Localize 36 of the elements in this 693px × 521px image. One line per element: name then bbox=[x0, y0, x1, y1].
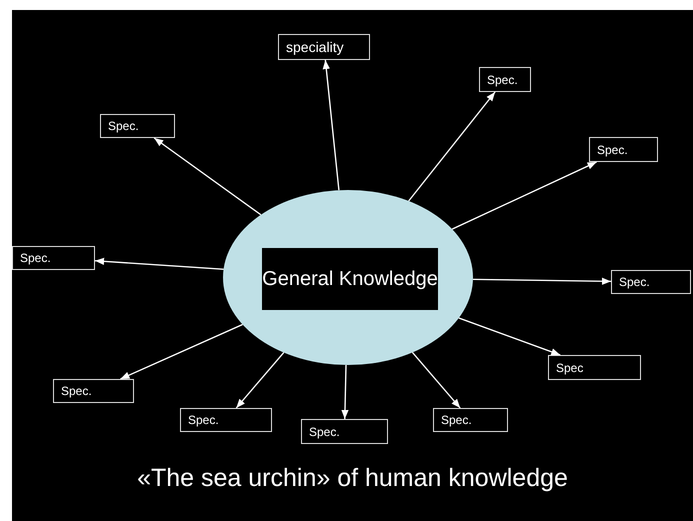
label-box bbox=[479, 67, 531, 92]
arrow bbox=[412, 352, 461, 408]
node-text: Spec. bbox=[597, 142, 628, 156]
arrow bbox=[472, 278, 611, 285]
label-box bbox=[301, 419, 388, 444]
label-box bbox=[262, 248, 438, 310]
caption: «The sea urchin» of human knowledge bbox=[136, 464, 569, 493]
arrow bbox=[236, 352, 284, 408]
node-text: Spec. bbox=[20, 251, 51, 265]
arrow bbox=[341, 364, 349, 420]
node-text: Spec bbox=[556, 360, 584, 374]
label-box bbox=[12, 246, 95, 270]
label-box bbox=[548, 355, 641, 380]
label-box bbox=[433, 408, 508, 432]
label-box bbox=[589, 137, 658, 162]
node-text: Spec. bbox=[61, 384, 92, 398]
node-text: speciality bbox=[286, 39, 344, 55]
node-text: Spec. bbox=[188, 413, 219, 427]
node-text: Spec. bbox=[487, 72, 518, 86]
arrow bbox=[408, 92, 496, 202]
arrow bbox=[452, 161, 597, 230]
label-box bbox=[611, 270, 691, 294]
node-text: General Knowledge bbox=[262, 267, 438, 291]
node-text: Spec. bbox=[309, 424, 340, 438]
label-box bbox=[278, 34, 370, 60]
label-box bbox=[100, 114, 175, 138]
arrow bbox=[322, 60, 340, 190]
arrow bbox=[120, 324, 243, 380]
arrow bbox=[94, 258, 224, 270]
node-text: Spec. bbox=[441, 413, 472, 427]
node-text: Spec. bbox=[619, 275, 650, 289]
node-text: Spec. bbox=[108, 119, 139, 133]
arrow bbox=[458, 317, 560, 356]
label-box bbox=[53, 379, 134, 403]
arrow bbox=[154, 137, 262, 216]
label-box bbox=[180, 408, 272, 432]
